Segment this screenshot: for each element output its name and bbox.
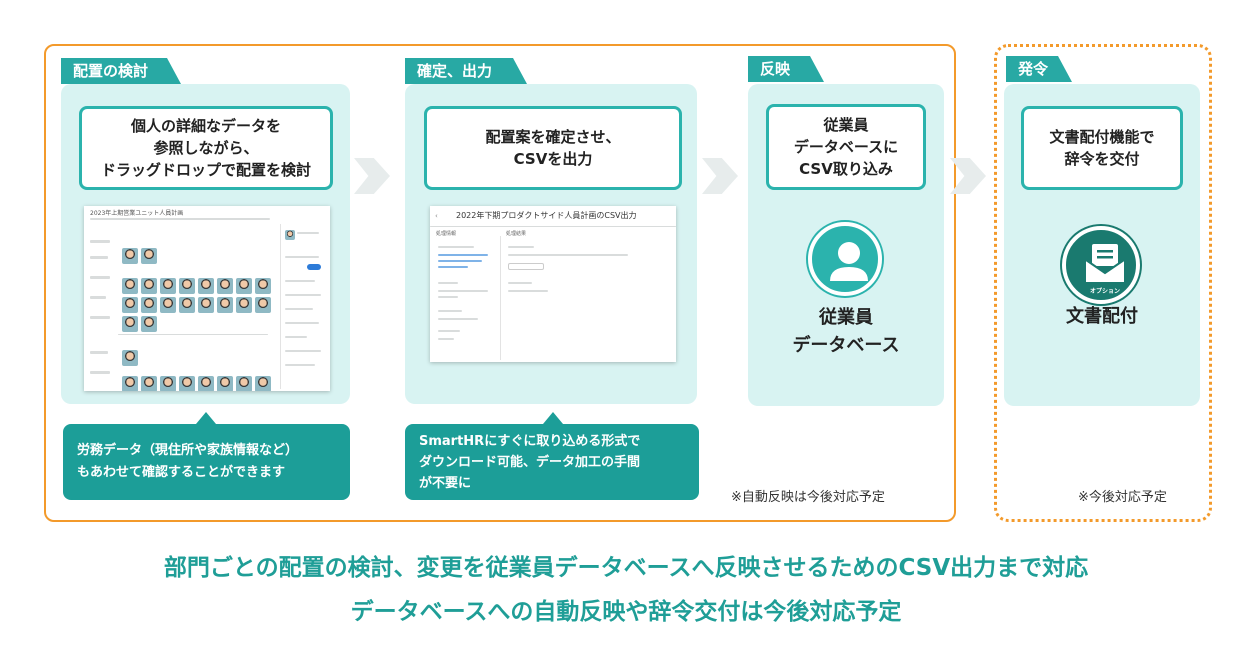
- processing-info-header: 処理情報: [436, 231, 457, 237]
- employee-photos-grid[interactable]: [122, 278, 272, 332]
- back-icon[interactable]: ‹: [435, 212, 438, 220]
- screenshot-title: 2023年上期営業ユニット人員計画: [90, 210, 184, 217]
- detail-sidebar: [280, 224, 328, 389]
- reflect-description: 従業員 データベースに CSV取り込み: [766, 104, 926, 190]
- envelope-document-icon: オプション: [1062, 226, 1140, 304]
- option-badge: オプション: [1089, 288, 1120, 295]
- review-tab: 配置の検討: [61, 58, 181, 84]
- reflect-tab: 反映: [748, 56, 824, 82]
- confirm-note-pointer: [543, 412, 563, 424]
- current-scope-frame: [44, 44, 956, 522]
- csv-output-screenshot: ‹ 2022年下期プロダクトサイド人員計画のCSV出力 処理情報 処理結果: [430, 206, 676, 362]
- appoint-icon-label: 文書配付: [1066, 306, 1138, 327]
- placement-board-screenshot: 2023年上期営業ユニット人員計画: [84, 206, 330, 391]
- caption-line-2: データベースへの自動反映や辞令交付は今後対応予定: [350, 599, 902, 625]
- download-button[interactable]: [508, 263, 544, 270]
- appoint-description: 文書配付機能で 辞令を交付: [1021, 106, 1183, 190]
- screenshot-title: 2022年下期プロダクトサイド人員計画のCSV出力: [456, 211, 637, 220]
- person-icon: [808, 222, 882, 296]
- review-note: 労務データ（現住所や家族情報など） もあわせて確認することができます: [63, 424, 350, 500]
- appoint-footnote: ※今後対応予定: [1078, 490, 1167, 505]
- review-description: 個人の詳細なデータを 参照しながら、 ドラッグドロップで配置を検討: [79, 106, 333, 190]
- processing-result-header: 処理結果: [506, 231, 527, 237]
- reflect-icon-label: 従業員 データベース: [792, 307, 900, 356]
- confirm-tab: 確定、出力: [405, 58, 527, 84]
- confirm-description: 配置案を確定させ、 CSVを出力: [424, 106, 682, 190]
- review-note-pointer: [196, 412, 216, 424]
- confirm-note: SmartHRにすぐに取り込める形式で ダウンロード可能、データ加工の手間 が不…: [405, 424, 699, 500]
- future-scope-frame: [994, 44, 1212, 522]
- reflect-footnote: ※自動反映は今後対応予定: [731, 490, 885, 505]
- employee-photos-row[interactable]: [122, 248, 162, 264]
- caption-line-1: 部門ごとの配置の検討、変更を従業員データベースへ反映させるためのCSV出力まで対…: [163, 555, 1089, 581]
